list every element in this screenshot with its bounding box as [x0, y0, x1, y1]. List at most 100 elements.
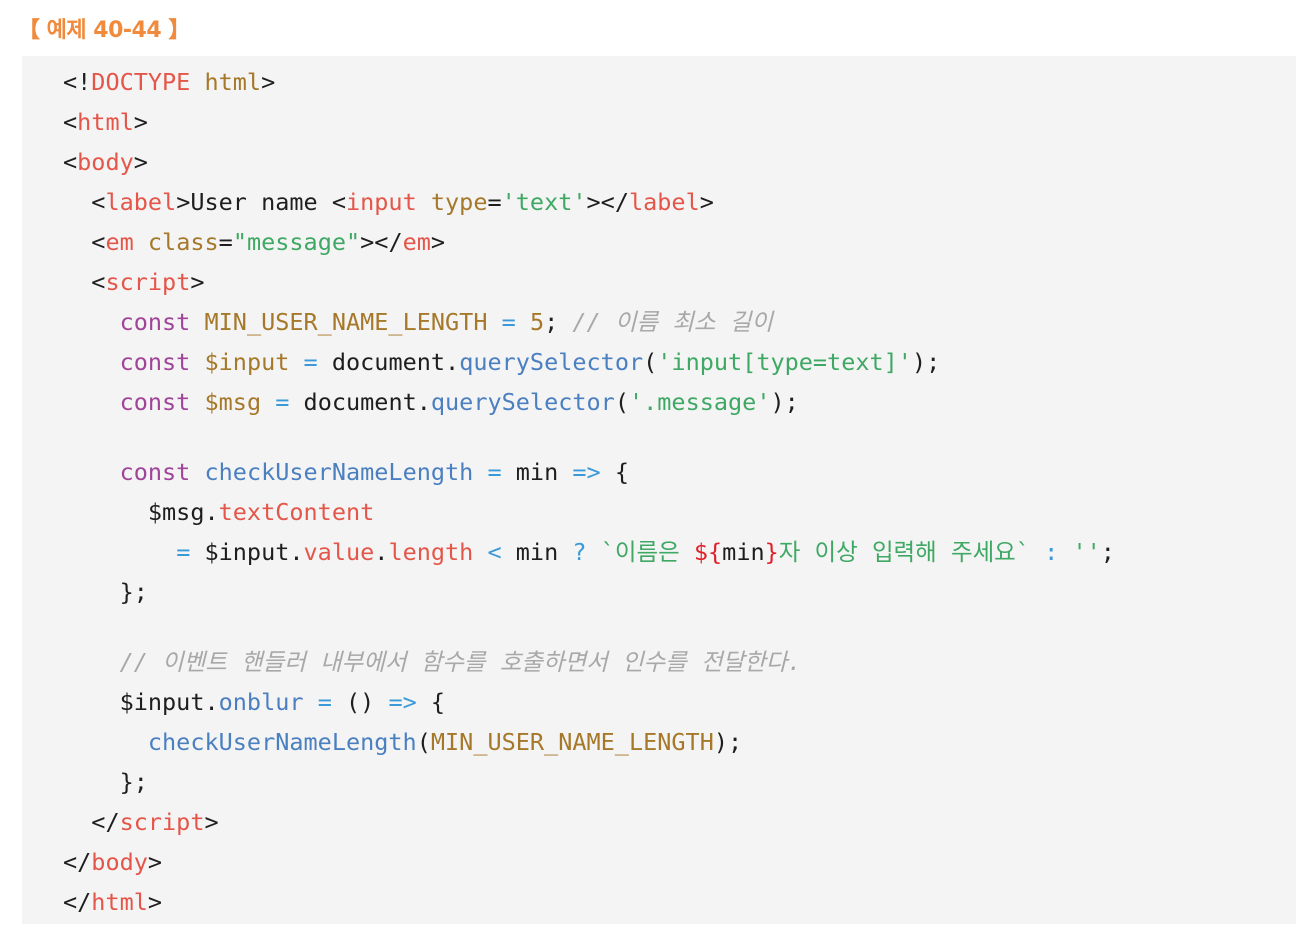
- code-token: {: [600, 458, 629, 486]
- code-token: const: [119, 458, 191, 486]
- code-token: document.: [289, 388, 431, 416]
- code-line: <body>: [63, 142, 1296, 182]
- code-token: 자 이상 입력해 주세요`: [778, 538, 1030, 566]
- code-token: 'text': [501, 188, 587, 216]
- code-line: <html>: [63, 102, 1296, 142]
- code-token: =: [487, 458, 502, 486]
- code-token: label: [628, 188, 700, 216]
- code-token: =: [218, 228, 233, 256]
- code-token: html: [77, 108, 134, 136]
- code-token: script: [119, 808, 205, 836]
- code-token: em: [402, 228, 431, 256]
- code-token: min: [501, 538, 573, 566]
- blank-line: [63, 422, 1296, 452]
- code-token: [190, 388, 204, 416]
- code-token: [63, 538, 176, 566]
- code-token: html: [91, 888, 148, 916]
- code-token: label: [105, 188, 177, 216]
- code-token: ;: [544, 308, 573, 336]
- code-token: [1030, 538, 1044, 566]
- code-token: >: [147, 888, 163, 916]
- code-token: input: [345, 188, 417, 216]
- code-token: <: [63, 148, 78, 176]
- code-block: <!DOCTYPE html><html><body> <label>User …: [22, 56, 1296, 924]
- code-line: const $input = document.querySelector('i…: [63, 342, 1296, 382]
- code-token: html: [190, 68, 262, 96]
- code-token: =: [303, 348, 318, 376]
- code-token: `이름은: [600, 538, 694, 566]
- code-token: onblur: [218, 688, 304, 716]
- code-token: [63, 348, 120, 376]
- code-token: =: [176, 538, 191, 566]
- code-token: =>: [388, 688, 417, 716]
- code-token: >: [699, 188, 714, 216]
- code-token: [1058, 538, 1072, 566]
- code-token: [63, 728, 148, 756]
- code-line: // 이벤트 핸들러 내부에서 함수를 호출하면서 인수를 전달한다.: [63, 642, 1296, 682]
- code-token: ></: [360, 228, 403, 256]
- code-line: const $msg = document.querySelector('.me…: [63, 382, 1296, 422]
- code-token: {: [416, 688, 446, 716]
- code-token: DOCTYPE: [91, 68, 191, 96]
- code-token: );: [911, 348, 941, 376]
- code-token: MIN_USER_NAME_LENGTH: [204, 308, 488, 336]
- code-token: (: [614, 388, 629, 416]
- code-line: </body>: [63, 842, 1296, 882]
- code-token: [261, 388, 275, 416]
- code-token: }: [764, 538, 779, 566]
- code-token: '.message': [628, 388, 771, 416]
- code-token: ${: [693, 538, 723, 566]
- blank-line: [63, 612, 1296, 642]
- code-line: </html>: [63, 882, 1296, 922]
- code-token: =: [317, 688, 332, 716]
- code-token: '': [1072, 538, 1101, 566]
- code-token: <: [487, 538, 502, 566]
- code-token: [487, 308, 501, 336]
- code-token: (): [331, 688, 389, 716]
- code-line: <label>User name <input type='text'></la…: [63, 182, 1296, 222]
- code-token: [304, 688, 318, 716]
- code-token: =: [275, 388, 290, 416]
- code-token: >: [204, 808, 219, 836]
- code-token: [190, 348, 204, 376]
- code-token: </: [63, 848, 92, 876]
- code-token: class: [147, 228, 219, 256]
- code-token: value: [303, 538, 375, 566]
- code-token: <!: [63, 68, 92, 96]
- code-token: checkUserNameLength: [147, 728, 417, 756]
- code-token: type: [430, 188, 488, 216]
- code-token: $input.: [63, 688, 219, 716]
- code-token: [473, 458, 487, 486]
- example-title: 【 예제 40-44 】: [18, 18, 190, 43]
- code-token: ;: [1100, 538, 1115, 566]
- code-token: };: [63, 768, 148, 796]
- code-token: $input: [204, 348, 290, 376]
- code-token: const: [119, 388, 191, 416]
- code-token: const: [119, 308, 191, 336]
- code-token: [190, 458, 204, 486]
- code-line: checkUserNameLength(MIN_USER_NAME_LENGTH…: [63, 722, 1296, 762]
- code-token: [63, 308, 120, 336]
- code-token: );: [770, 388, 799, 416]
- code-line: <em class="message"></em>: [63, 222, 1296, 262]
- code-token: em: [105, 228, 134, 256]
- code-token: };: [63, 578, 148, 606]
- code-token: =: [501, 308, 516, 336]
- code-token: const: [119, 348, 191, 376]
- code-token: 5: [529, 308, 545, 336]
- code-line: = $input.value.length < min ? `이름은 ${min…: [63, 532, 1296, 572]
- code-token: // 이벤트 핸들러 내부에서 함수를 호출하면서 인수를 전달한다.: [119, 648, 802, 676]
- code-token: </: [63, 888, 92, 916]
- code-token: [289, 348, 303, 376]
- code-token: ></: [586, 188, 629, 216]
- code-token: >: [430, 228, 446, 256]
- code-token: (: [416, 728, 431, 756]
- code-token: [417, 188, 431, 216]
- code-token: ?: [572, 538, 587, 566]
- code-token: [190, 308, 204, 336]
- code-token: textContent: [218, 498, 375, 526]
- code-token: );: [713, 728, 743, 756]
- code-token: >: [133, 148, 148, 176]
- code-token: querySelector: [430, 388, 615, 416]
- code-line: const checkUserNameLength = min => {: [63, 452, 1296, 492]
